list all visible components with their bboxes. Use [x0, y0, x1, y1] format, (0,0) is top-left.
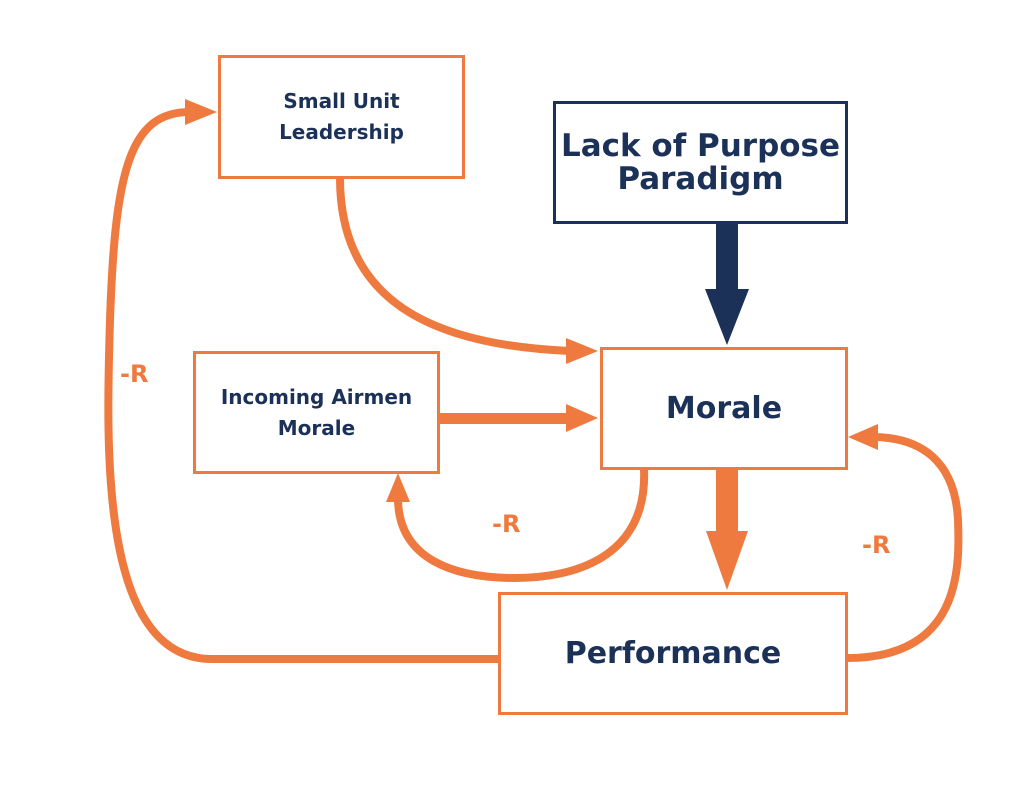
edge-incoming-to-morale-arrowhead [566, 404, 598, 432]
loop-label-outer: -R [120, 360, 149, 388]
node-incoming-airmen-morale-label: Incoming Airmen Morale [220, 384, 413, 440]
edge-morale-to-incoming [394, 468, 649, 583]
loop-label-middle: -R [492, 510, 521, 538]
edge-performance-to-morale [846, 433, 963, 662]
edge-leadership-to-morale [336, 177, 571, 355]
node-performance-label: Performance [564, 636, 782, 671]
edge-morale-to-incoming-arrowhead [386, 473, 410, 502]
edge-morale-to-performance-arrowhead [706, 531, 748, 590]
edge-performance-to-morale-arrowhead [848, 424, 878, 450]
node-small-unit-leadership-label: Small Unit Leadership [279, 89, 404, 144]
loop-label-right: -R [862, 531, 891, 559]
edge-purpose-to-morale-arrowhead [705, 289, 749, 345]
node-lack-of-purpose: Lack of Purpose Paradigm [553, 101, 848, 224]
node-incoming-airmen-morale: Incoming Airmen Morale [193, 351, 440, 474]
edge-performance-to-leadership-arrowhead [185, 99, 217, 125]
node-performance: Performance [498, 592, 848, 715]
node-lack-of-purpose-label: Lack of Purpose Paradigm [560, 127, 841, 197]
edge-leadership-to-morale-arrowhead [566, 338, 598, 364]
node-morale: Morale [600, 347, 848, 470]
edge-incoming-to-morale-shaft [440, 413, 568, 424]
edge-performance-to-leadership [104, 108, 498, 663]
edge-purpose-to-morale-shaft [716, 224, 738, 290]
edge-morale-to-performance-shaft [716, 469, 738, 533]
node-small-unit-leadership: Small Unit Leadership [218, 55, 465, 179]
node-morale-label: Morale [665, 391, 783, 426]
